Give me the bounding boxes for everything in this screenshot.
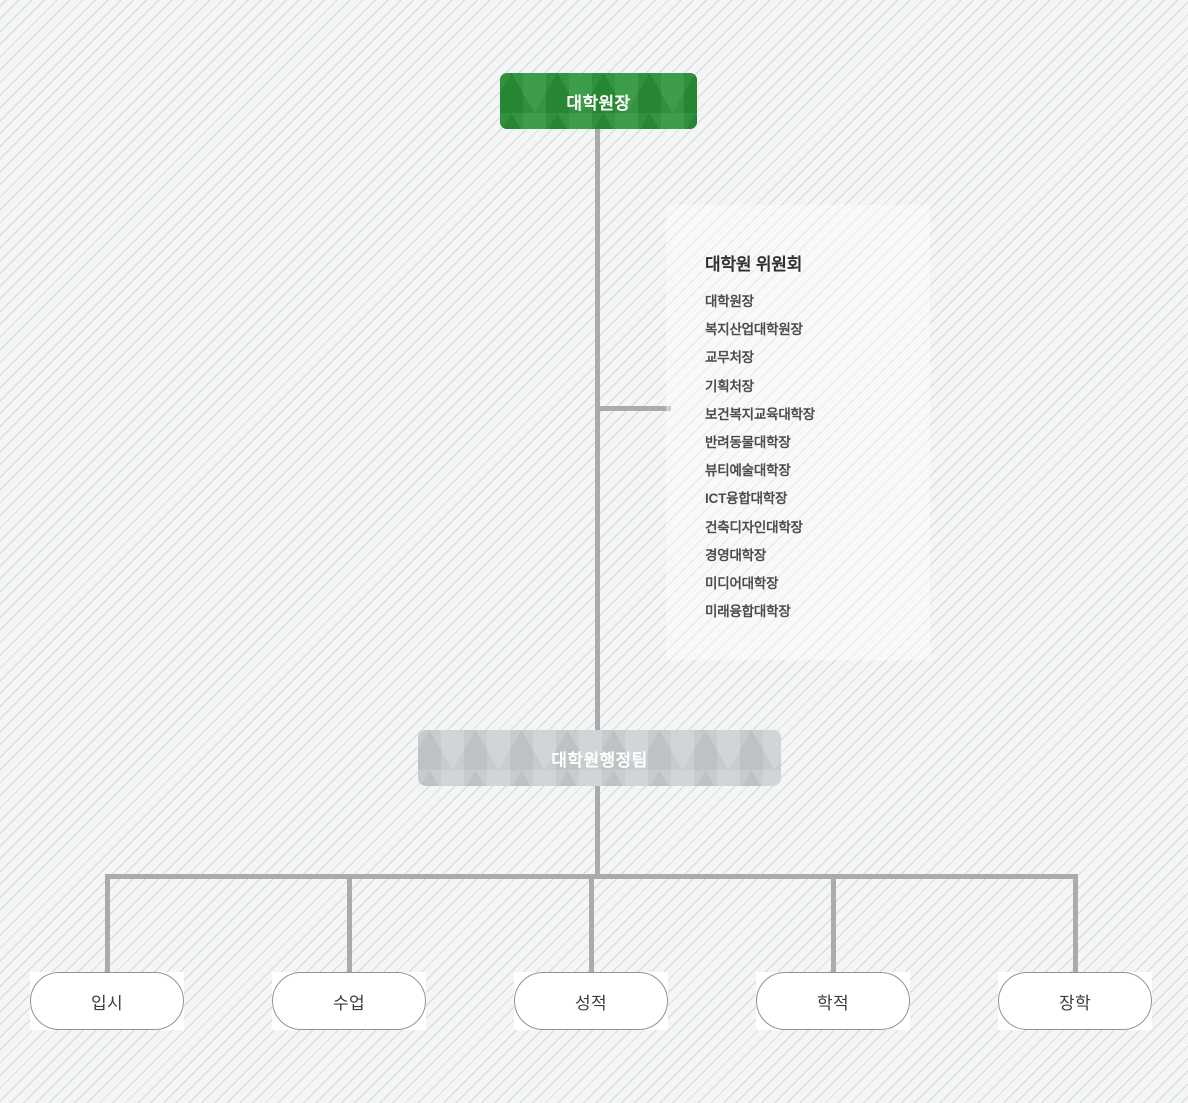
- node-academic-record[interactable]: 학적: [756, 972, 910, 1030]
- list-item: 미디어대학장: [705, 576, 779, 592]
- node-label: 성적: [575, 993, 607, 1013]
- node-classes-wrap: 수업: [272, 972, 426, 1030]
- node-classes[interactable]: 수업: [272, 972, 426, 1030]
- list-item: 건축디자인대학장: [705, 519, 803, 535]
- list-item: 기획처장: [705, 378, 754, 394]
- committee-title: 대학원 위원회: [705, 255, 803, 274]
- list-item: 교무처장: [705, 350, 754, 366]
- connector-drop-5: [1073, 874, 1078, 974]
- list-item: 미래융합대학장: [705, 604, 791, 620]
- list-item: 반려동물대학장: [705, 435, 791, 451]
- list-item: 보건복지교육대학장: [705, 406, 815, 422]
- committee-panel: 대학원 위원회 대학원장 복지산업대학원장 교무처장 기획처장 보건복지교육대학…: [666, 205, 930, 660]
- list-item: 뷰티예술대학장: [705, 463, 791, 479]
- node-admissions-wrap: 입시: [30, 972, 184, 1030]
- node-admissions[interactable]: 입시: [30, 972, 184, 1030]
- node-grades[interactable]: 성적: [514, 972, 668, 1030]
- connector-trunk-bottom: [595, 784, 600, 879]
- connector-trunk-top: [595, 128, 600, 732]
- node-label: 입시: [91, 993, 123, 1013]
- node-label: 장학: [1059, 993, 1091, 1013]
- list-item: 복지산업대학원장: [705, 322, 803, 338]
- committee-member-list: 대학원장 복지산업대학원장 교무처장 기획처장 보건복지교육대학장 반려동물대학…: [705, 288, 815, 626]
- node-grades-wrap: 성적: [514, 972, 668, 1030]
- connector-drop-3: [589, 874, 594, 974]
- node-label: 수업: [333, 993, 365, 1013]
- list-item: 대학원장: [705, 294, 754, 309]
- node-label: 대학원장: [566, 93, 631, 113]
- node-scholarship[interactable]: 장학: [998, 972, 1152, 1030]
- node-scholarship-wrap: 장학: [998, 972, 1152, 1030]
- node-graduate-admin-team[interactable]: 대학원행정팀: [418, 730, 781, 786]
- connector-committee-branch: [595, 406, 671, 411]
- connector-drop-1: [105, 874, 110, 974]
- connector-drop-4: [831, 874, 836, 974]
- connector-drop-2: [347, 874, 352, 974]
- node-label: 학적: [817, 993, 849, 1013]
- node-academic-record-wrap: 학적: [756, 972, 910, 1030]
- node-graduate-school-dean[interactable]: 대학원장: [500, 73, 697, 129]
- list-item: ICT융합대학장: [705, 491, 788, 507]
- node-label: 대학원행정팀: [551, 750, 648, 770]
- list-item: 경영대학장: [705, 547, 767, 563]
